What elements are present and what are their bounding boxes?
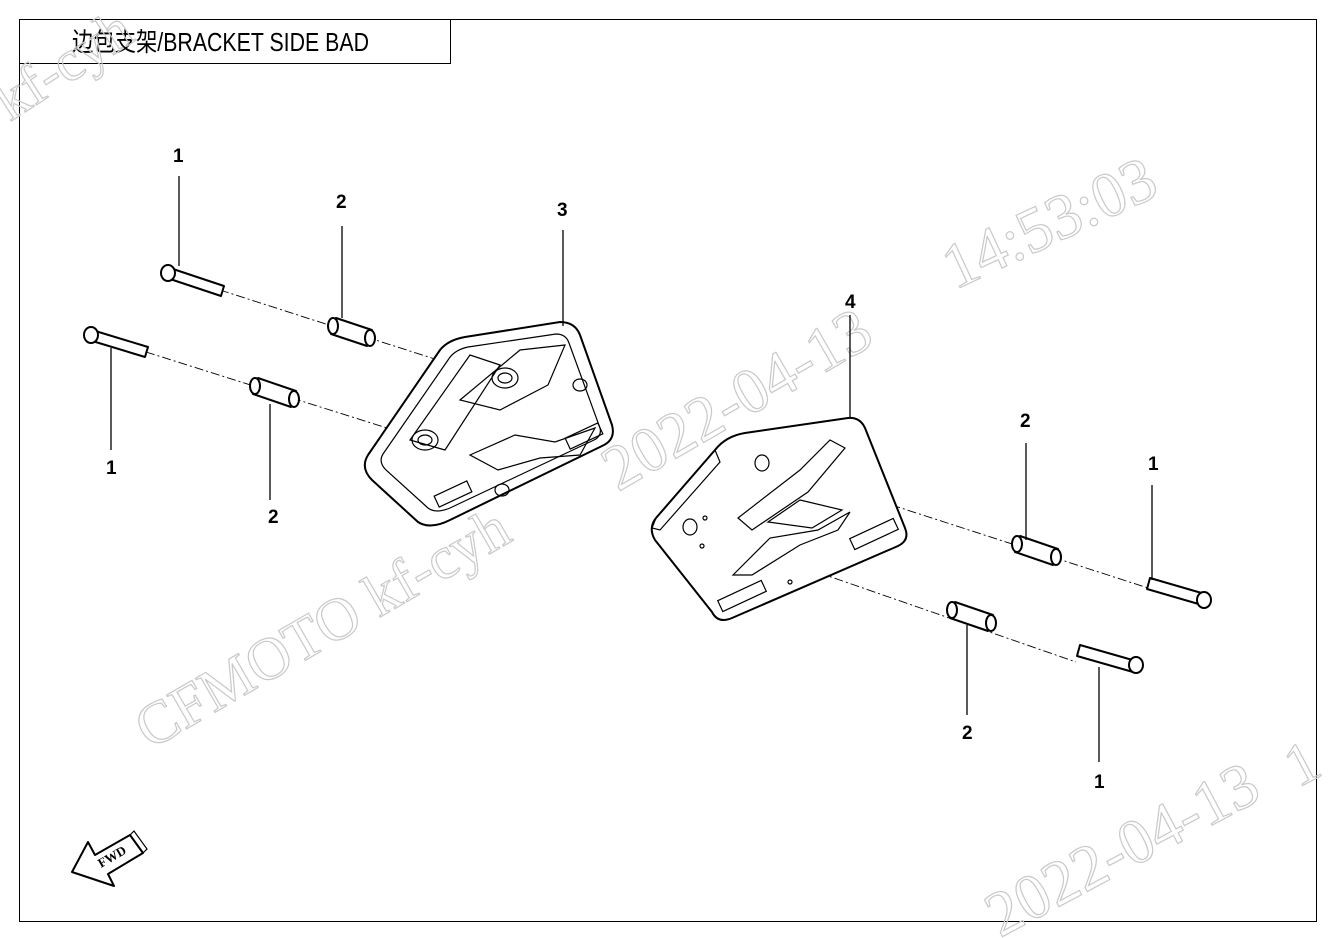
callout-number: 2 <box>268 507 279 528</box>
bolt-upper-left <box>160 264 225 297</box>
callout-number: 1 <box>1148 454 1159 475</box>
leader-lines <box>110 176 1153 762</box>
page-title: 边包支架/BRACKET SIDE BAD <box>72 27 369 57</box>
spacer-upper-left <box>327 317 376 347</box>
callout-number: 1 <box>173 146 184 167</box>
callout-number: 2 <box>962 723 973 744</box>
callout-number: 3 <box>557 200 568 221</box>
watermark-text: 2022-04-13 <box>973 747 1270 938</box>
bolt-lower-left <box>83 326 149 358</box>
watermark-text: CFMOTO kf-cyh <box>124 494 521 761</box>
watermark-text: 14:53:03 <box>931 142 1167 303</box>
bolt-lower-right <box>1076 644 1144 674</box>
forward-arrow-icon: FWD <box>71 830 148 887</box>
callout-number: 2 <box>1020 411 1031 432</box>
callout-labels: 1 2 3 1 2 4 2 1 2 1 <box>106 146 1159 793</box>
callout-number: 1 <box>106 458 117 479</box>
watermark-text: 1 <box>1273 727 1330 799</box>
spacer-lower-left <box>249 377 300 408</box>
drawing-frame <box>19 19 1317 922</box>
callout-number: 1 <box>1094 772 1105 793</box>
callout-number: 4 <box>845 292 856 313</box>
callout-number: 2 <box>336 192 347 213</box>
bracket-right <box>650 416 908 621</box>
spacer-lower-right <box>946 601 997 632</box>
spacer-upper-right <box>1011 535 1062 566</box>
bolt-upper-right <box>1146 577 1212 609</box>
title-block <box>19 19 451 64</box>
watermark-text: kf-cyh <box>0 0 144 133</box>
bracket-left <box>363 321 614 527</box>
